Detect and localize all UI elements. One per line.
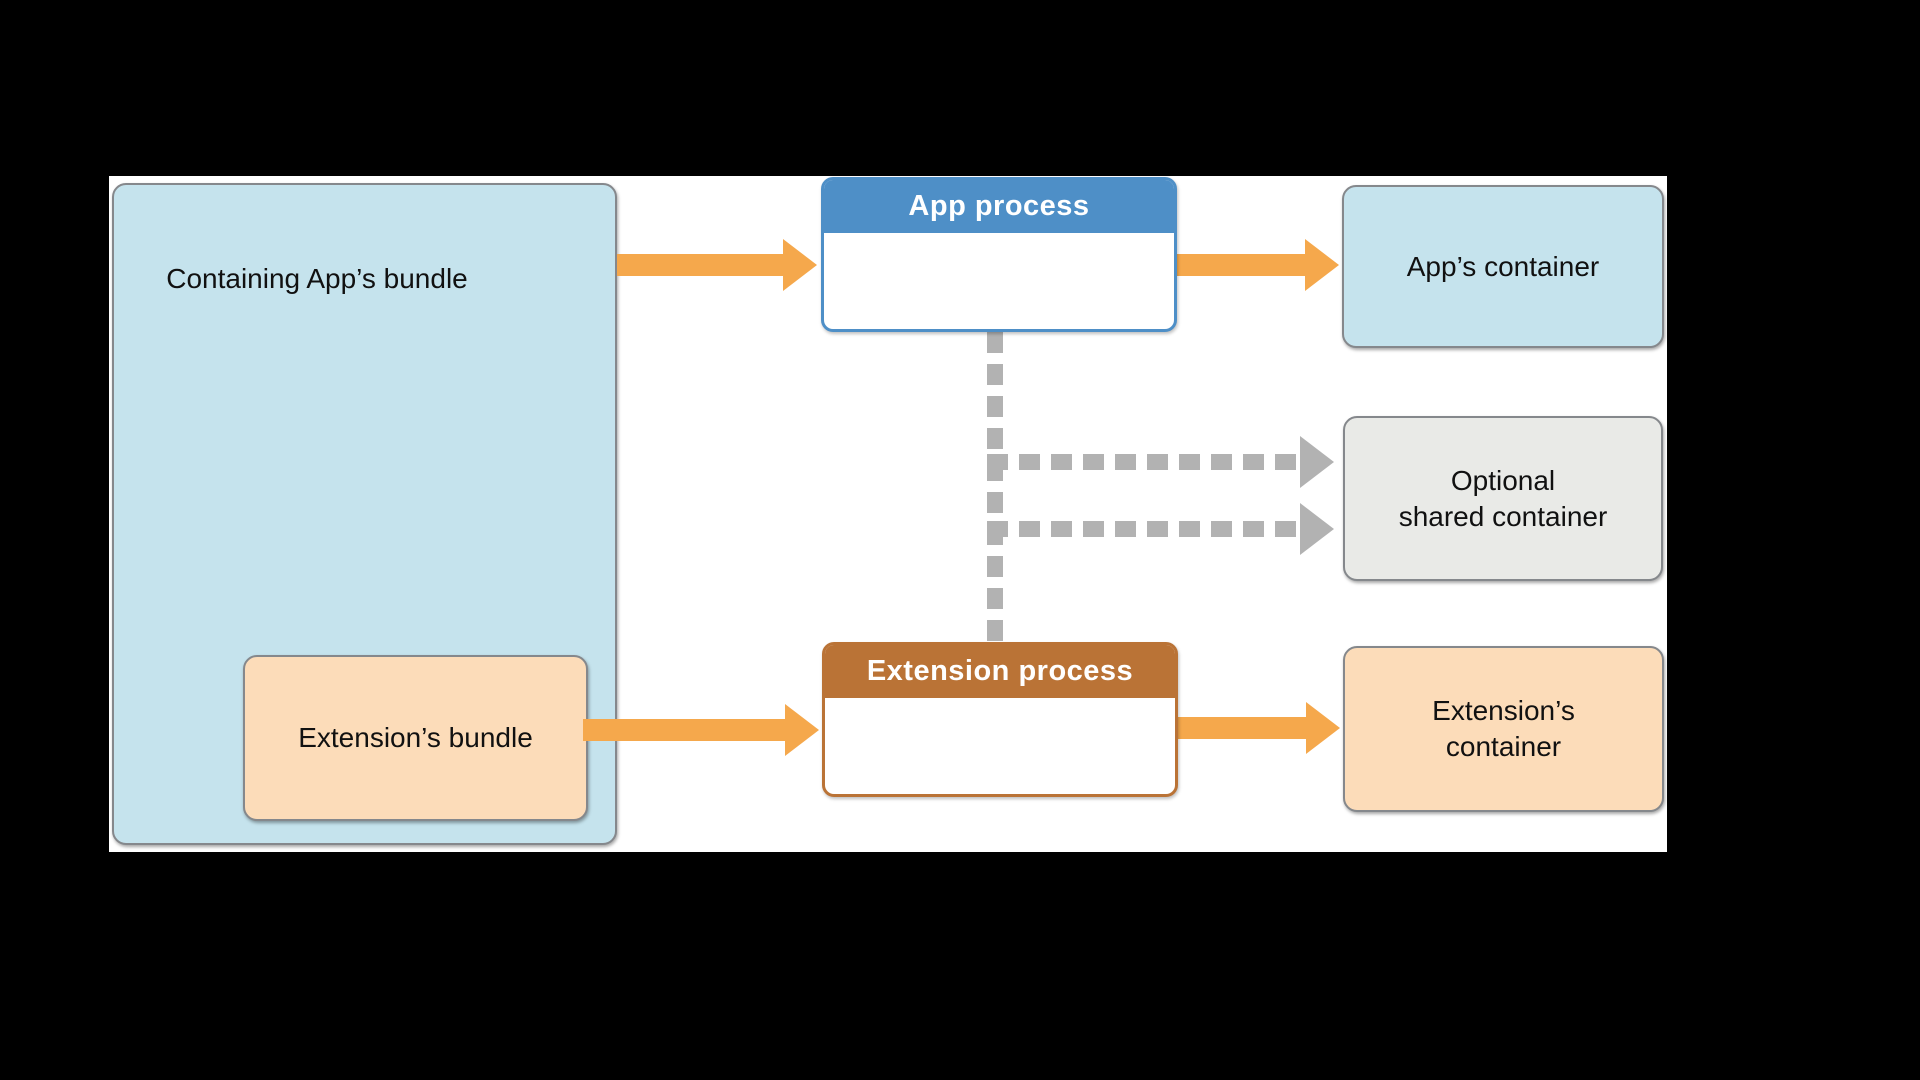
extension-process-header: Extension process	[825, 645, 1175, 698]
containing-app-bundle-label: Containing App’s bundle	[166, 263, 468, 294]
shared-container-label-line1: Optional	[1450, 464, 1556, 496]
app-process-label: App process	[908, 190, 1090, 222]
app-process-header: App process	[824, 180, 1174, 233]
arrow-extension-bundle-to-extension-process-shaft	[583, 719, 787, 741]
arrow-app-process-to-app-container-head-icon	[1305, 239, 1339, 291]
dashed-arrow-extension-process-to-shared-container	[987, 521, 1302, 537]
extension-process-label: Extension process	[866, 655, 1134, 687]
dashed-arrow-lower-head-icon	[1300, 503, 1334, 555]
app-process-node: App process	[821, 177, 1177, 332]
extension-bundle-label: Extension’s bundle	[298, 722, 533, 753]
containing-app-bundle-node: Containing App’s bundle Extension’s bund…	[112, 183, 617, 845]
dashed-arrow-upper-head-icon	[1300, 436, 1334, 488]
extension-process-node: Extension process	[822, 642, 1178, 797]
arrow-extension-process-to-extension-container-shaft	[1178, 717, 1308, 739]
extension-bundle-node: Extension’s bundle	[243, 655, 588, 821]
extension-container-label-line2: container	[1445, 731, 1562, 762]
extension-container-node: Extension’s container	[1343, 646, 1664, 812]
extension-container-label-line1: Extension’s	[1432, 695, 1575, 726]
arrow-extension-bundle-to-extension-process-head-icon	[785, 704, 819, 756]
app-container-label: App’s container	[1406, 250, 1600, 282]
arrow-bundle-to-app-process-head-icon	[783, 239, 817, 291]
dashed-arrow-app-process-to-shared-container	[987, 454, 1302, 470]
arrow-extension-process-to-extension-container-head-icon	[1306, 702, 1340, 754]
arrow-app-process-to-app-container-shaft	[1177, 254, 1307, 276]
app-container-node: App’s container	[1342, 185, 1664, 348]
dashed-connector-vertical	[987, 332, 1003, 642]
shared-container-label-line2: shared container	[1398, 500, 1608, 532]
arrow-bundle-to-app-process-shaft	[617, 254, 785, 276]
shared-container-node: Optional shared container	[1343, 416, 1663, 581]
diagram-canvas: Containing App’s bundle Extension’s bund…	[109, 176, 1667, 852]
